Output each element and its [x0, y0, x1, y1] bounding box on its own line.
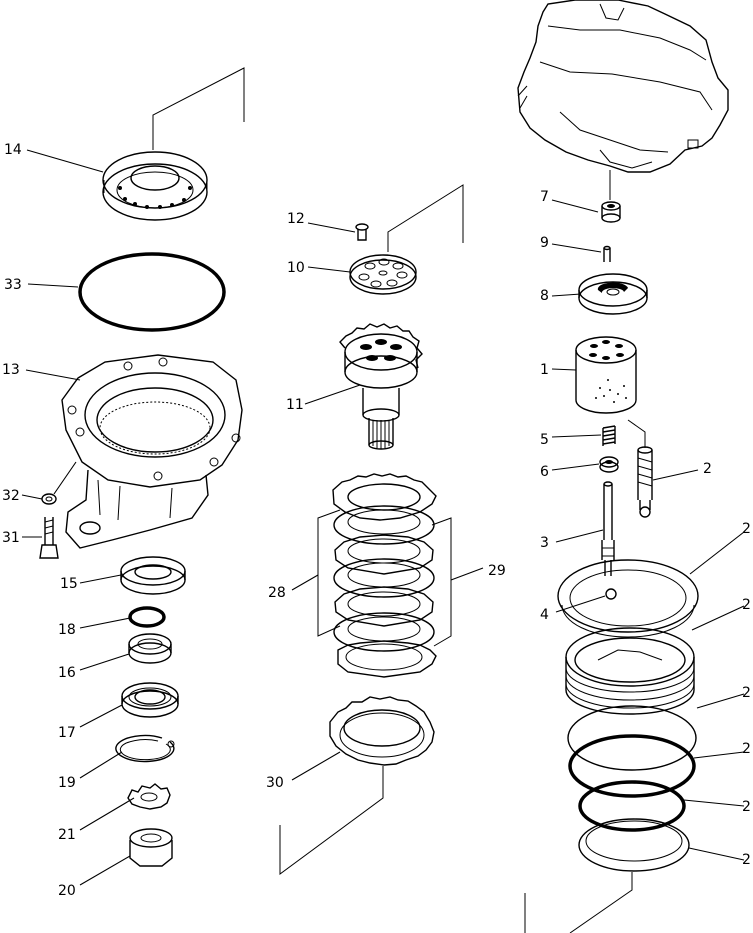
bearing-14 — [102, 151, 208, 221]
snap-ring-19 — [115, 734, 175, 763]
callout-7: 7 — [540, 189, 549, 205]
housing-13 — [61, 354, 243, 549]
callout-28: 28 — [268, 585, 286, 601]
washer-32 — [41, 493, 57, 505]
group-bracket-right-bottom — [524, 872, 633, 933]
screw-12 — [355, 223, 369, 241]
callout-11: 11 — [286, 397, 304, 413]
callout-14: 14 — [4, 142, 22, 158]
callout-10: 10 — [287, 260, 305, 276]
callout-15: 15 — [60, 576, 78, 592]
group-bracket-middle-top — [387, 184, 464, 252]
shaft-3 — [601, 481, 615, 576]
callout-13: 13 — [2, 362, 20, 378]
group-bracket-middle-bottom — [279, 766, 384, 875]
ring-seal-b — [567, 705, 697, 771]
callout-33: 33 — [4, 277, 22, 293]
callout-16: 16 — [58, 665, 76, 681]
callout-2-clipped-e: 2 — [742, 799, 751, 815]
spacer-6 — [599, 456, 619, 473]
spring-5 — [602, 425, 616, 446]
callout-1: 1 — [540, 362, 549, 378]
bushing-16 — [128, 633, 172, 664]
piston-2 — [627, 419, 653, 518]
brake-piston — [565, 627, 695, 715]
callout-32: 32 — [2, 488, 20, 504]
ball-4 — [605, 588, 617, 600]
ring-18 — [128, 606, 166, 628]
cylinder-block-1 — [575, 336, 637, 414]
bearing-15 — [120, 556, 186, 595]
callout-18: 18 — [58, 622, 76, 638]
bushing-7 — [601, 201, 621, 223]
callout-2-clipped-f: 2 — [742, 852, 751, 868]
disc-stack — [332, 473, 437, 678]
callout-3: 3 — [540, 535, 549, 551]
callout-9: 9 — [540, 235, 549, 251]
o-ring-33 — [78, 252, 226, 332]
pin-9 — [603, 245, 611, 262]
ring-seal-e — [578, 818, 690, 872]
callout-8: 8 — [540, 288, 549, 304]
ring-seal-c — [568, 734, 696, 798]
callout-12: 12 — [287, 211, 305, 227]
gear-shaft-11 — [339, 323, 423, 450]
leader-lines-left — [21, 149, 135, 886]
bracket-28 — [317, 509, 341, 637]
callout-2-clipped-a: 2 — [742, 521, 751, 537]
callout-21: 21 — [58, 827, 76, 843]
callout-2-clipped-d: 2 — [742, 741, 751, 757]
callout-31: 31 — [2, 530, 20, 546]
motor-housing — [517, 0, 729, 200]
leader-lines-right — [551, 199, 745, 861]
group-bracket-left-top — [152, 67, 245, 150]
callout-29: 29 — [488, 563, 506, 579]
callout-2-clipped-c: 2 — [742, 685, 751, 701]
callout-labels: 14 33 13 32 31 15 18 16 17 19 21 20 12 1… — [2, 142, 751, 899]
seal-ring-a — [557, 559, 699, 638]
callout-2-clipped-b: 2 — [742, 597, 751, 613]
bolt-31 — [39, 517, 59, 559]
callout-5: 5 — [540, 432, 549, 448]
nut-20 — [129, 828, 173, 867]
callout-30: 30 — [266, 775, 284, 791]
callout-4: 4 — [540, 607, 549, 623]
callout-17: 17 — [58, 725, 76, 741]
ring-seal-d — [578, 780, 686, 832]
callout-19: 19 — [58, 775, 76, 791]
plate-10 — [349, 254, 417, 295]
callout-20: 20 — [58, 883, 76, 899]
callout-6: 6 — [540, 464, 549, 480]
leader-lines-middle — [291, 222, 484, 781]
valve-plate-8 — [578, 273, 648, 315]
lock-washer-21 — [127, 783, 171, 810]
seal-17 — [121, 682, 179, 718]
bracket-29 — [431, 517, 452, 647]
callout-2-piston: 2 — [703, 461, 712, 477]
gear-ring-30 — [329, 696, 435, 766]
